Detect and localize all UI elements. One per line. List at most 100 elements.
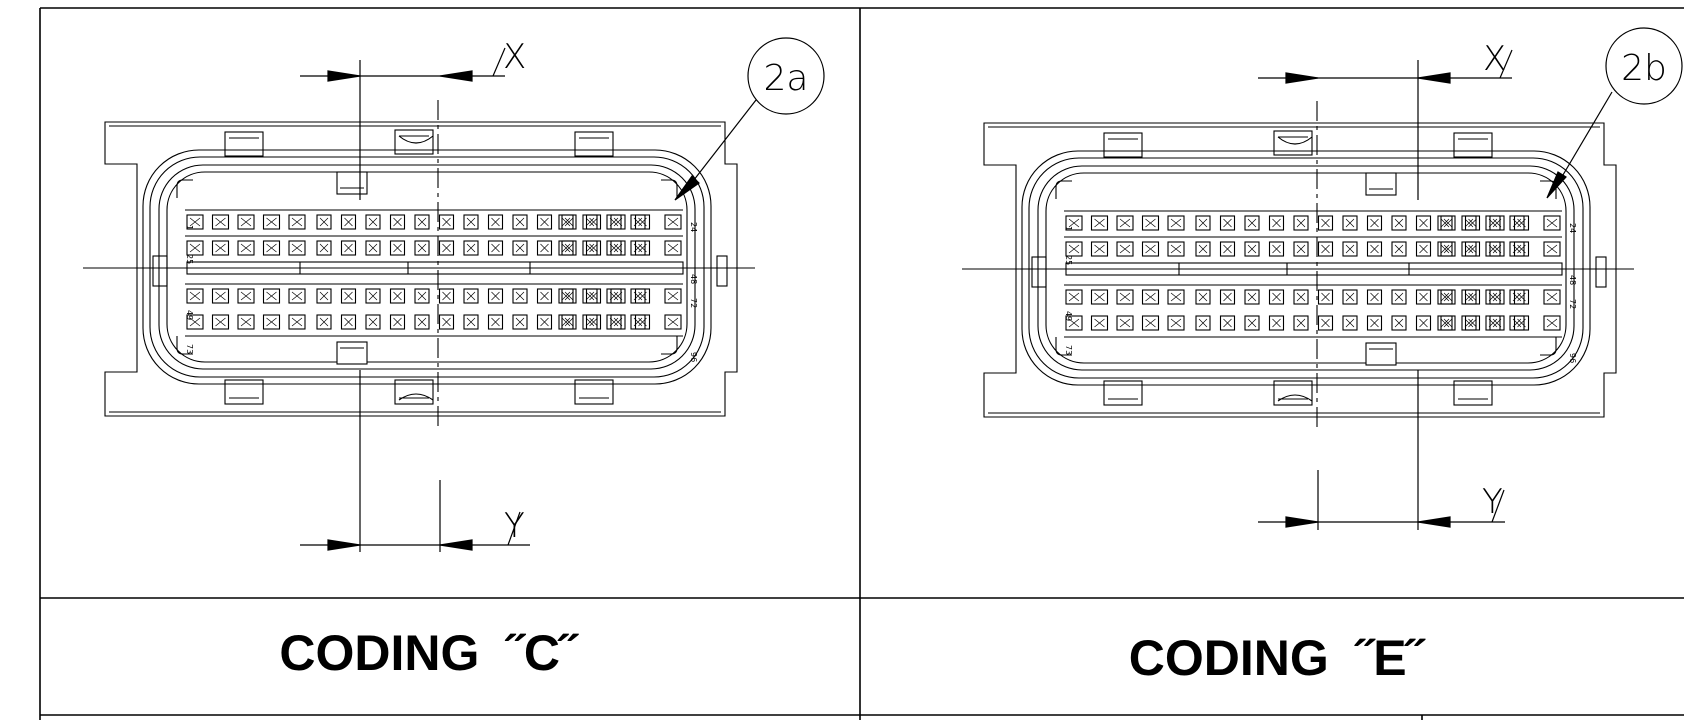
pin-contact — [466, 217, 476, 227]
pin-contact — [1170, 318, 1182, 328]
pin-contact — [585, 243, 595, 253]
caption-coding-c: CODING ˝C˝ — [279, 625, 579, 681]
pin-contact — [1468, 244, 1477, 254]
pin-cell — [1366, 215, 1383, 231]
latch-bottom-1 — [394, 379, 434, 405]
pin-cell — [1219, 315, 1236, 331]
pin-contact — [1488, 218, 1498, 228]
pin-cell — [414, 288, 430, 304]
pin-contact — [1468, 218, 1477, 228]
pin-cell — [1543, 215, 1561, 231]
pin-contact — [189, 217, 201, 227]
pin-contact — [1443, 292, 1453, 302]
latch-top-2 — [574, 131, 614, 157]
shell-mid — [149, 156, 705, 378]
pin-cell — [340, 240, 357, 256]
coding-key-bottom — [1365, 342, 1397, 366]
pin-cell — [1195, 289, 1211, 305]
pin-label-25: 25 — [185, 254, 194, 264]
pin-contact — [609, 317, 619, 327]
dimension-x-label-right: X — [1483, 39, 1506, 79]
pin-contact — [1468, 318, 1477, 328]
pin-contact — [1198, 318, 1208, 328]
pin-cell — [389, 214, 406, 230]
pin-contact — [1419, 318, 1428, 328]
pin-contact — [1440, 244, 1450, 254]
pin-contact — [1296, 244, 1306, 254]
pin-contact — [319, 217, 329, 227]
pin-contact — [667, 291, 679, 301]
connector-view-coding-c: 1 24 25 48 49 72 73 96 — [83, 100, 755, 430]
pin-cell — [1437, 215, 1453, 231]
shell-inner — [158, 164, 696, 370]
pin-cell — [558, 240, 574, 256]
pin-contact — [1321, 244, 1330, 254]
pin-contact — [1094, 218, 1105, 228]
pin-contact — [1198, 218, 1208, 228]
pin-cell — [1268, 215, 1285, 231]
pin-cell — [186, 214, 204, 230]
pin-contact — [1198, 244, 1208, 254]
pin-contact — [266, 317, 277, 327]
pin-contact — [417, 291, 427, 301]
pin-cell — [1065, 289, 1083, 305]
dimension-y-label-left: Y — [504, 506, 525, 546]
pin-contact — [1272, 292, 1281, 302]
pin-cell — [186, 314, 204, 330]
side-lug-right — [1595, 256, 1607, 288]
pin-cell — [1293, 215, 1309, 231]
latch-top-2 — [1453, 132, 1493, 158]
pin-contact — [319, 243, 329, 253]
pin-contact — [442, 291, 451, 301]
pin-cell — [1485, 289, 1501, 305]
pin-contact — [266, 291, 277, 301]
pin-cell — [606, 214, 622, 230]
pin-contact — [515, 317, 525, 327]
callout-circle-right — [1605, 27, 1683, 105]
pin-cell — [487, 288, 504, 304]
pin-cell — [1391, 289, 1407, 305]
callout-leader-right — [1546, 91, 1613, 199]
center-rail — [83, 100, 755, 430]
pin-contact — [240, 291, 252, 301]
pin-cell — [512, 214, 528, 230]
pin-cell — [1317, 241, 1334, 257]
coding-key-top — [1365, 172, 1397, 196]
pin-cell — [365, 240, 381, 256]
pin-cell — [1509, 315, 1525, 331]
pin-cell — [1244, 241, 1260, 257]
pin-cell — [237, 214, 255, 230]
pin-cell — [237, 314, 255, 330]
pin-contact — [1223, 244, 1232, 254]
pin-label-96: 96 — [1568, 353, 1577, 363]
pin-cell — [1509, 215, 1525, 231]
pin-contact — [266, 243, 277, 253]
pin-cell — [487, 240, 504, 256]
pin-contact — [368, 243, 378, 253]
pin-cell — [1461, 289, 1477, 305]
pin-contact — [1296, 218, 1306, 228]
pin-contact — [240, 317, 252, 327]
pin-cell — [288, 314, 306, 330]
pin-cell — [288, 240, 306, 256]
caption-coding-e: CODING ˝E˝ — [1129, 630, 1426, 686]
pin-label-73: 73 — [1064, 345, 1073, 355]
pin-contact — [1546, 244, 1558, 254]
shell-cavity — [166, 171, 688, 363]
pin-contact — [561, 291, 571, 301]
pin-cell — [340, 314, 357, 330]
pin-contact — [1443, 244, 1453, 254]
coding-keys — [1365, 172, 1397, 366]
pin-contact — [1464, 244, 1474, 254]
pin-contact — [291, 317, 303, 327]
pin-cell — [186, 240, 204, 256]
center-latch-detail — [1277, 136, 1313, 402]
pin-contact — [1488, 318, 1498, 328]
pin-contact — [564, 291, 574, 301]
pin-label-49: 49 — [1064, 311, 1073, 321]
pin-cell — [414, 214, 430, 230]
pin-cell — [1509, 241, 1525, 257]
pin-contact — [589, 291, 598, 301]
pin-cell — [1116, 289, 1134, 305]
pin-cell — [558, 214, 574, 230]
